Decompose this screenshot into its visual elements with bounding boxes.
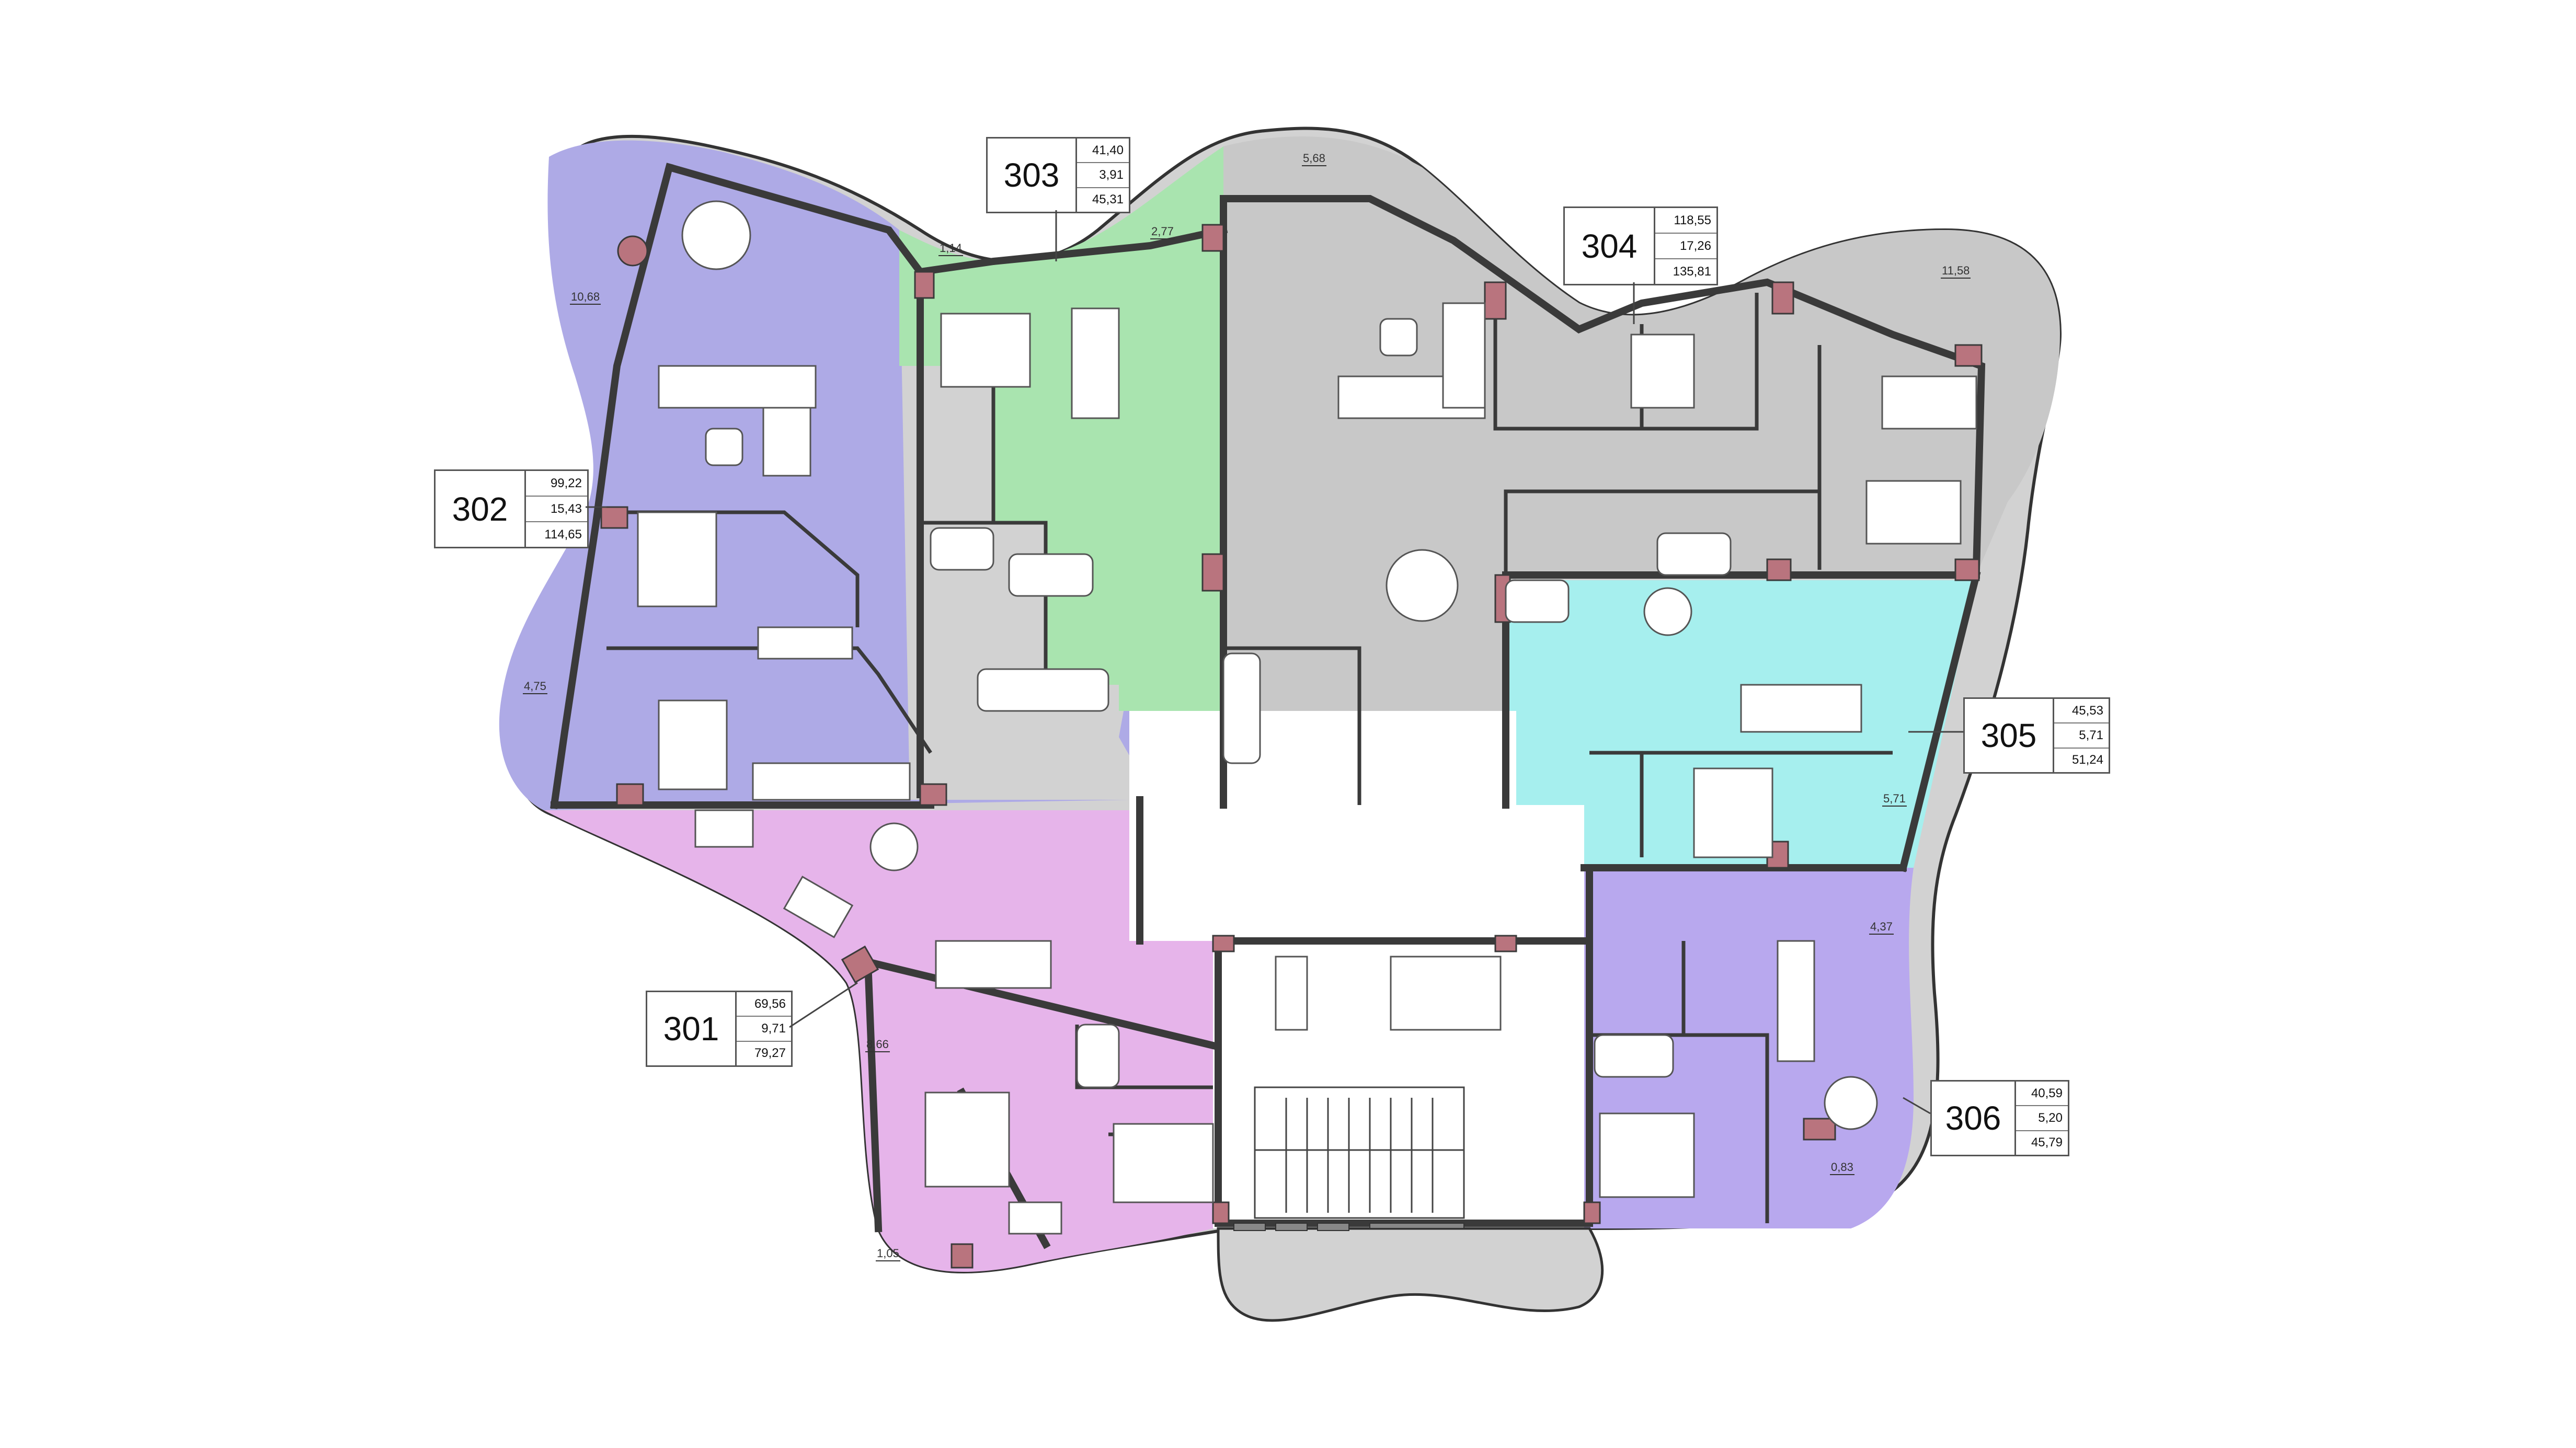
furniture [637, 200, 1977, 1235]
unit-302-area [499, 140, 1140, 810]
stair-balcony [1217, 1227, 1604, 1322]
unit-302-callout: 302 99,22 15,43 114,65 [434, 469, 589, 548]
unit-304-living-area: 118,55 [1655, 208, 1716, 234]
unit-306-living-area: 40,59 [2016, 1082, 2068, 1107]
unit-301-balcony-area: 9,71 [737, 1017, 791, 1042]
columns [600, 224, 1983, 1269]
balcony-area-label: 8,66 [865, 1038, 890, 1052]
unit-301-number: 301 [647, 992, 737, 1065]
unit-302-living-area: 99,22 [526, 471, 587, 497]
balcony-area-label: 1,05 [876, 1247, 900, 1261]
balcony-area-label: 10,68 [570, 290, 601, 305]
unit-305-callout: 305 45,53 5,71 51,24 [1963, 697, 2110, 774]
unit-302-total-area: 114,65 [544, 527, 582, 542]
unit-306-callout: 306 40,59 5,20 45,79 [1930, 1080, 2069, 1156]
unit-304-callout: 304 118,55 17,26 135,81 [1563, 206, 1718, 285]
unit-302-balcony-area: 15,43 [526, 497, 587, 522]
unit-301-area [544, 810, 1213, 1272]
balcony-area-label: 4,37 [1869, 920, 1894, 935]
unit-303-balcony-area: 3,91 [1077, 163, 1129, 188]
unit-303-area [899, 146, 1223, 711]
unit-304-area [1223, 136, 2060, 805]
unit-305-number: 305 [1965, 699, 2054, 772]
balcony-area-label: 11,58 [1941, 264, 1971, 279]
unit-303-callout: 303 41,40 3,91 45,31 [986, 137, 1130, 213]
unit-305-balcony-area: 5,71 [2054, 723, 2109, 749]
balcony-rail [1233, 1223, 1464, 1231]
unit-304-total-area: 135,81 [1673, 264, 1711, 279]
unit-303-total-area: 45,31 [1092, 192, 1124, 207]
unit-303-living-area: 41,40 [1077, 139, 1129, 164]
balcony-area-label: 1,14 [938, 242, 963, 256]
balcony-area-label: 5,71 [1882, 792, 1907, 807]
unit-301-total-area: 79,27 [754, 1046, 786, 1061]
unit-306-number: 306 [1932, 1082, 2016, 1155]
corridor [1129, 711, 1584, 941]
balcony-area-label: 5,68 [1302, 152, 1326, 166]
unit-301-callout: 301 69,56 9,71 79,27 [646, 991, 793, 1067]
unit-303-number: 303 [988, 139, 1077, 212]
balcony-area-label: 4,75 [523, 680, 547, 694]
unit-306-balcony-area: 5,20 [2016, 1106, 2068, 1131]
balcony-area-label: 0,83 [1830, 1160, 1854, 1175]
unit-301-living-area: 69,56 [737, 992, 791, 1017]
balcony-area-label: 2,77 [1150, 225, 1175, 239]
unit-302-number: 302 [436, 471, 526, 547]
unit-306-total-area: 45,79 [2031, 1135, 2063, 1150]
unit-305-total-area: 51,24 [2071, 753, 2103, 767]
bathtubs [930, 527, 1732, 1088]
unit-305-living-area: 45,53 [2054, 699, 2109, 724]
stairs [1254, 1086, 1465, 1219]
unit-304-balcony-area: 17,26 [1655, 234, 1716, 259]
unit-304-number: 304 [1565, 208, 1655, 284]
